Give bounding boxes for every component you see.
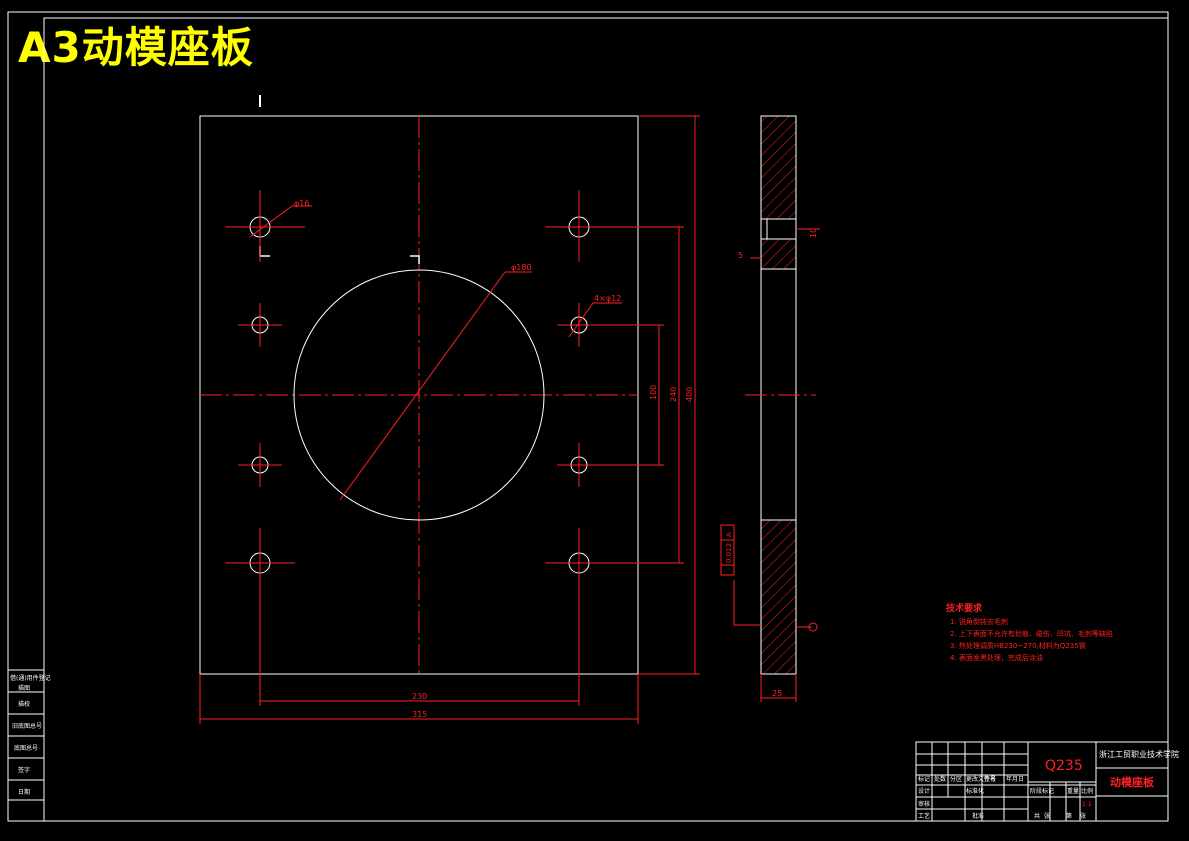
dim-5: 5 <box>738 251 743 260</box>
bore-leader <box>339 271 506 501</box>
tb-cell-12: 工艺 <box>918 812 930 820</box>
strip-label-5: 签字 <box>18 766 30 774</box>
tb-cell-13: 批准 <box>972 812 984 820</box>
hatch-mid <box>761 239 796 269</box>
note-2: 2. 上下表面不允许有划痕、碰伤、凹坑、毛刺等缺陷 <box>950 629 1113 638</box>
tb-cell-2: 分区 <box>950 775 962 783</box>
dim-400: 400 <box>685 387 694 402</box>
tb-part-name: 动模座板 <box>1110 775 1155 789</box>
strip-label-1: 描图 <box>18 684 30 692</box>
large-hole-dim: φ16 <box>294 199 309 208</box>
tb-cell-6: 设计 <box>918 787 930 795</box>
tb-cell-15: 张 <box>1044 812 1050 820</box>
tb-cell-16: 第 <box>1066 812 1072 820</box>
strip-label-4: 底图总号 <box>14 744 38 752</box>
note-1: 1. 锐角倒钝去毛刺 <box>950 617 1008 626</box>
dim-25: 25 <box>772 689 782 698</box>
tolerance-frame <box>720 524 735 576</box>
tb-cell-5: 年月日 <box>1006 775 1024 783</box>
note-3: 3. 热处理调质HB230~270,材料为Q235钢 <box>950 641 1086 650</box>
strip-label-2: 描校 <box>18 700 30 708</box>
tb-school: 浙江工贸职业技术学院 <box>1099 749 1179 759</box>
tolerance-value: 0.012 <box>725 543 733 563</box>
tb-cell-11: 审核 <box>918 800 930 808</box>
tolerance-datum: A <box>725 532 733 537</box>
tb-material: Q235 <box>1045 758 1083 774</box>
inner-border <box>43 17 1169 822</box>
tb-cell-4: 签名 <box>984 775 996 783</box>
bore-dim: φ180 <box>511 263 532 272</box>
tb-cell-9: 重量 <box>1067 787 1079 795</box>
tb-cell-1: 处数 <box>934 775 946 783</box>
tb-cell-14: 共 <box>1034 812 1040 820</box>
front-view: φ180 φ16 <box>199 95 700 724</box>
tb-scale: 1:1 <box>1082 801 1092 808</box>
dim-315: 315 <box>412 710 427 719</box>
hatch-bottom <box>761 520 796 674</box>
dim-230: 230 <box>412 692 427 701</box>
title-block <box>915 741 1169 822</box>
dim-100: 100 <box>649 385 658 400</box>
strip-label-3: 旧底图总号 <box>12 722 42 730</box>
tb-cell-10: 比例 <box>1081 787 1093 795</box>
tb-cell-17: 张 <box>1080 812 1086 820</box>
tb-cell-3: 更改文件号 <box>966 775 996 783</box>
side-view: 10 5 0.012 A 25 <box>720 115 820 702</box>
tech-notes: 技术要求 1. 锐角倒钝去毛刺 2. 上下表面不允许有划痕、碰伤、凹坑、毛刺等缺… <box>946 602 1113 662</box>
sheet-title: A3动模座板 <box>18 23 254 72</box>
small-hole-dim: 4×φ12 <box>594 294 621 303</box>
center-bore <box>293 269 545 521</box>
notes-heading: 技术要求 <box>946 602 983 614</box>
strip-label-6: 日期 <box>18 788 30 796</box>
note-4: 4. 表面发黑处理，完成后涂油 <box>950 653 1043 662</box>
tb-cell-0: 标记 <box>918 775 930 783</box>
dim-240: 240 <box>669 387 678 402</box>
left-strip-table <box>7 669 45 822</box>
tb-cell-8: 阶段标记 <box>1030 787 1054 795</box>
strip-label-0: 借(通)用件登记 <box>10 674 51 682</box>
tb-cell-7: 标准化 <box>966 787 984 795</box>
outer-border <box>7 11 1169 822</box>
hatch-top <box>761 116 796 219</box>
dim-10: 10 <box>809 228 818 238</box>
